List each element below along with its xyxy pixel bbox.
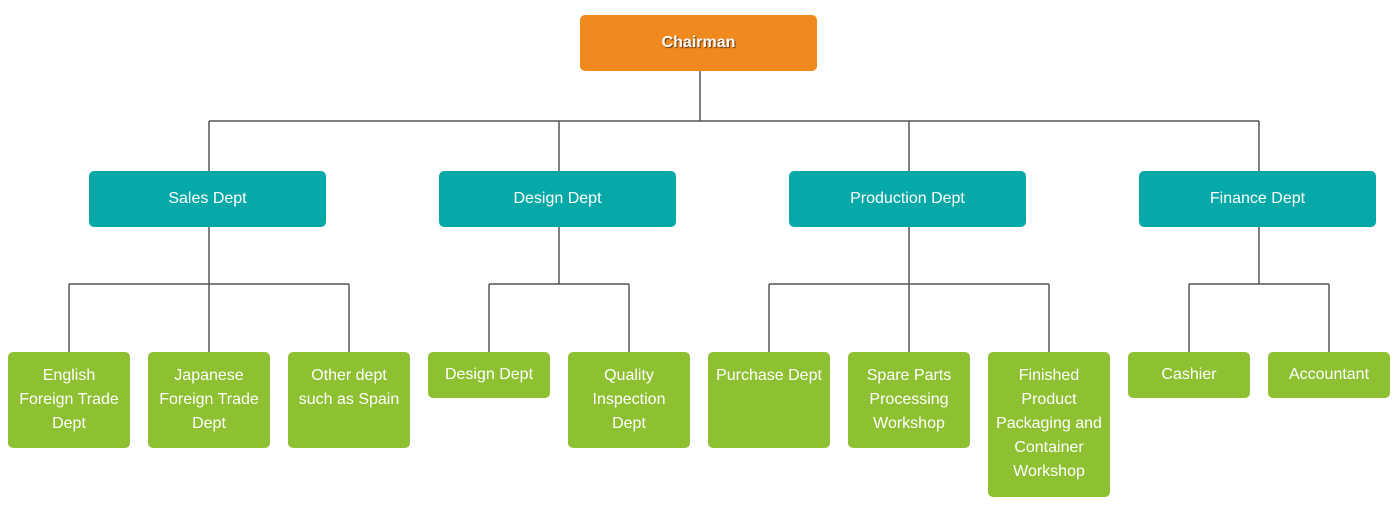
node-english-foreign-trade-dept: English Foreign Trade Dept — [8, 352, 130, 448]
node-production-dept-label: Production Dept — [850, 190, 965, 207]
node-finished-product-workshop: Finished Product Packaging and Container… — [988, 352, 1110, 497]
unit-label: Accountant — [1288, 366, 1370, 383]
unit-label: Cashier — [1161, 366, 1217, 383]
unit-label: Spare Parts Processing Workshop — [866, 367, 952, 432]
node-design-dept-unit: Design Dept — [428, 352, 550, 398]
node-cashier: Cashier — [1128, 352, 1250, 398]
node-spare-parts-workshop: Spare Parts Processing Workshop — [848, 352, 970, 448]
unit-label: Finished Product Packaging and Container… — [996, 367, 1102, 480]
node-sales-dept-label: Sales Dept — [168, 190, 247, 207]
node-chairman: Chairman — [580, 15, 817, 71]
unit-label: Japanese Foreign Trade Dept — [159, 367, 259, 432]
node-design-dept-label: Design Dept — [513, 190, 602, 207]
unit-label: Quality Inspection Dept — [592, 367, 666, 432]
unit-label: English Foreign Trade Dept — [19, 367, 119, 432]
node-sales-dept: Sales Dept — [89, 171, 326, 227]
unit-label: Other dept such as Spain — [298, 367, 400, 408]
node-purchase-dept: Purchase Dept — [708, 352, 830, 448]
node-japanese-foreign-trade-dept: Japanese Foreign Trade Dept — [148, 352, 270, 448]
node-other-dept-spain: Other dept such as Spain — [288, 352, 410, 448]
node-chairman-label: Chairman — [661, 34, 736, 51]
node-finance-dept: Finance Dept — [1139, 171, 1376, 227]
node-production-dept: Production Dept — [789, 171, 1026, 227]
node-accountant: Accountant — [1268, 352, 1390, 398]
node-quality-inspection-dept: Quality Inspection Dept — [568, 352, 690, 448]
unit-label: Design Dept — [444, 366, 534, 383]
node-finance-dept-label: Finance Dept — [1209, 190, 1306, 207]
unit-label: Purchase Dept — [716, 367, 822, 384]
node-design-dept: Design Dept — [439, 171, 676, 227]
